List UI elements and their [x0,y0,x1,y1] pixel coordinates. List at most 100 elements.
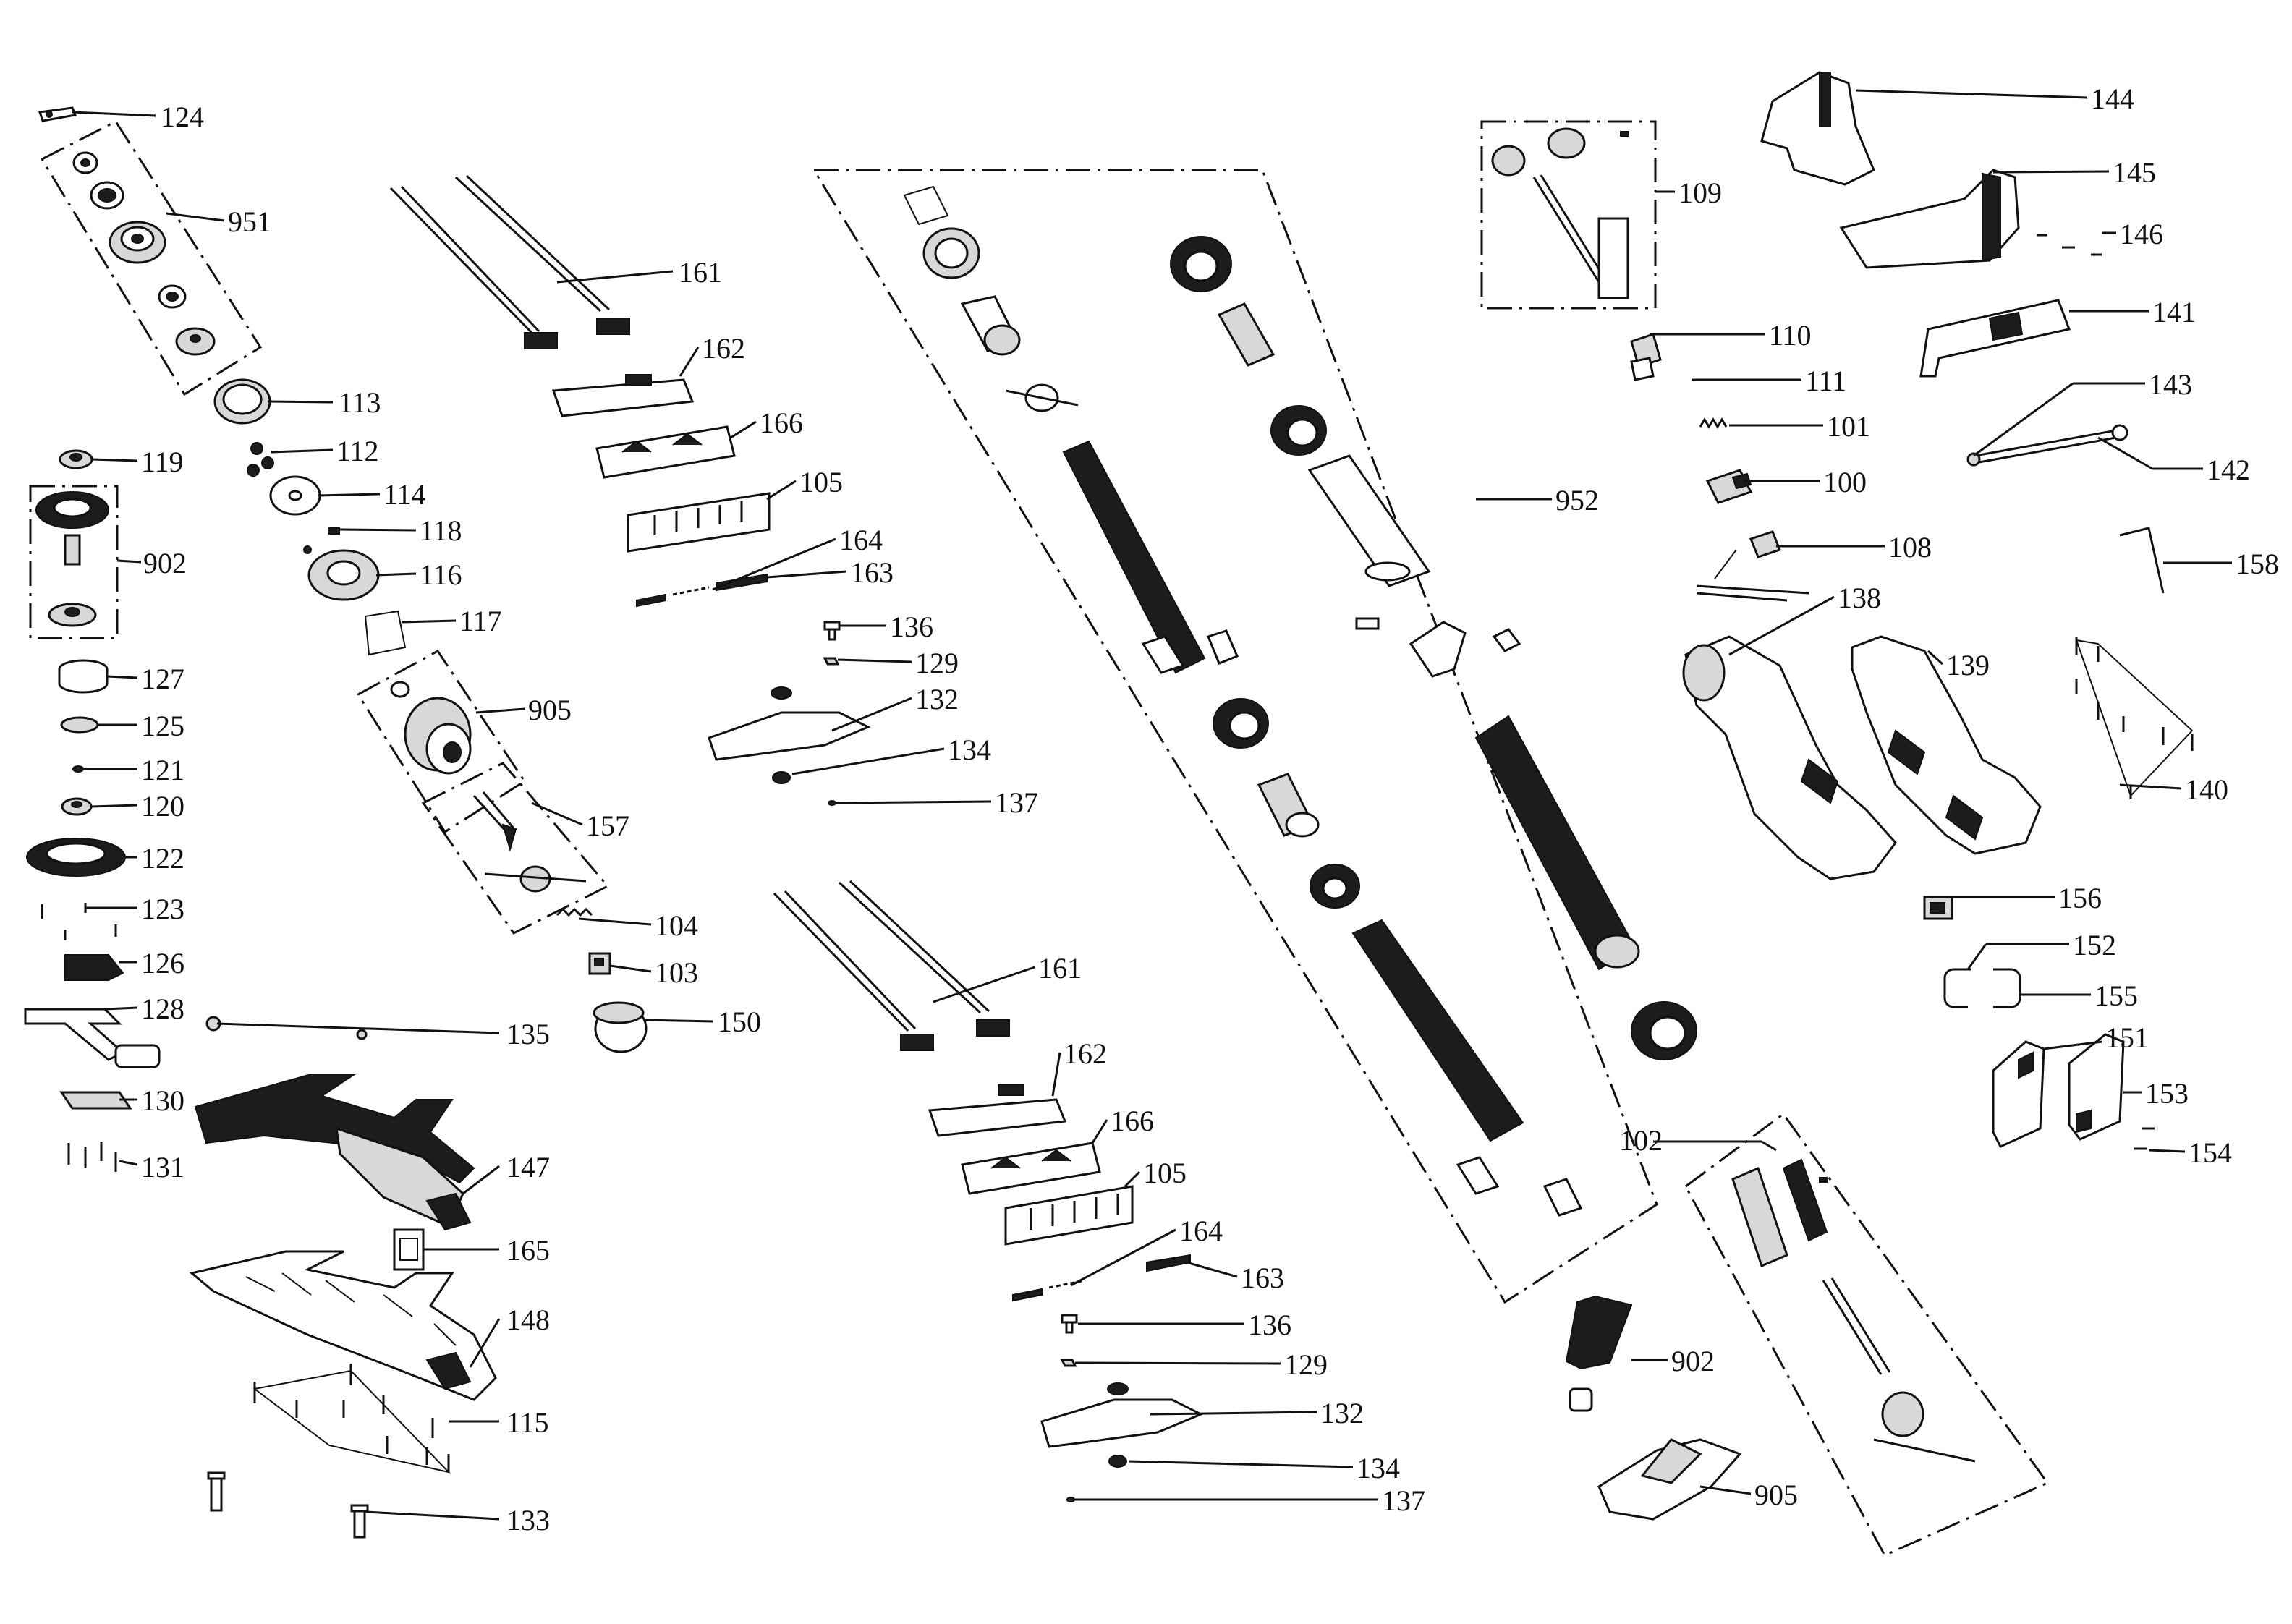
label-109: 109 [1678,177,1722,209]
label-113: 113 [339,386,381,419]
label-112: 112 [336,435,379,467]
part-113-drawing [213,378,271,425]
part-102-drawing [1731,1158,1976,1463]
label-152: 152 [2073,929,2116,961]
part-125-drawing [60,716,99,734]
part-952-drawing [903,185,1697,1217]
label-165: 902 [1671,1345,1715,1377]
label-162-lower: 164 [1179,1215,1223,1247]
label-166: 905 [1754,1479,1798,1511]
part-146-drawing [2037,234,2102,256]
part-164-drawing [393,1228,425,1271]
part-114-drawing [269,475,321,516]
label-145: 145 [2113,156,2156,189]
label-131: 131 [141,1151,184,1183]
label-126: 126 [141,947,184,979]
part-101-drawing [1699,417,1728,429]
part-153-drawing [2068,1033,2125,1141]
label-105-upper: 105 [799,466,843,498]
part-115-drawing [252,1364,451,1474]
label-146: 146 [2120,218,2163,250]
part-157-drawing [472,791,587,893]
part-162-161-lower-drawing [1012,1254,1191,1302]
label-129-upper: 129 [915,647,959,679]
label-141: 141 [2152,296,2196,328]
part-158-drawing [2119,527,2165,594]
part-104-drawing [556,907,593,917]
part-159-upper-drawing [389,174,630,349]
part-103-drawing [588,952,611,975]
part-drawings [24,71,2194,1539]
part-139-drawing [1851,635,2042,855]
group-box-902 [29,485,119,639]
label-122: 122 [141,842,184,875]
label-148: 148 [506,1304,550,1336]
label-150: 150 [718,1006,761,1038]
part-148-drawing [189,1250,497,1401]
part-124-drawing [38,106,77,122]
part-162-161-upper-drawing [636,573,768,608]
label-164: 165 [506,1234,550,1267]
label-905: 905 [528,694,572,726]
part-109-drawing [1491,127,1629,299]
group-box-102 [1684,1112,2050,1557]
part-902-drawing [35,491,109,627]
label-127: 127 [141,663,184,695]
label-137-lower: 137 [1382,1484,1425,1517]
part-108-drawing [1696,530,1809,602]
label-108: 108 [1888,531,1932,564]
label-119: 119 [141,446,184,478]
part-160-lower-drawing [928,1084,1067,1137]
label-140: 140 [2185,773,2228,806]
label-105-lower: 105 [1143,1157,1187,1189]
label-159-lower: 161 [1038,952,1082,985]
label-157: 157 [586,809,629,842]
part-159-lower-drawing [773,880,1010,1051]
part-131-drawing [67,1142,117,1172]
group-box-109 [1480,120,1657,310]
label-114: 114 [383,478,426,511]
label-138: 138 [1838,582,1881,614]
part-138-drawing [1682,635,1897,880]
part-105-upper-drawing [627,492,771,553]
label-129-lower: 129 [1284,1348,1328,1381]
label-115: 115 [506,1406,549,1439]
part-126-drawing [64,954,124,981]
part-136-129-lower-drawing [1060,1314,1078,1367]
label-163-upper: 166 [760,407,803,439]
label-136-lower: 136 [1248,1309,1291,1341]
part-112-drawing [247,442,274,477]
label-118: 118 [420,514,462,547]
label-130: 130 [141,1084,184,1117]
label-161-upper: 163 [850,556,894,589]
label-111: 111 [1805,365,1846,397]
part-119-drawing [59,449,93,469]
label-142: 142 [2207,454,2250,486]
part-116-drawing [303,545,380,601]
label-143: 143 [2149,368,2192,401]
part-117-drawing [364,610,407,656]
label-155: 155 [2094,979,2138,1012]
label-159-upper: 161 [679,256,722,289]
part-152-155-drawing [1943,968,2021,1008]
part-100-drawing [1705,469,1753,504]
part-151-drawing [1992,1040,2045,1148]
part-166-drawing [1597,1438,1742,1521]
part-133-drawing [207,1471,369,1539]
part-122-drawing [26,838,126,877]
label-135: 135 [506,1018,550,1050]
part-121-drawing [72,765,84,773]
label-158: 158 [2236,548,2279,580]
label-120: 120 [141,790,184,822]
part-labels: 124 951 113 112 114 118 116 117 905 157 … [141,82,2279,1536]
part-137-upper-drawing [828,800,836,806]
group-boxes [29,120,2050,1557]
label-132-lower: 132 [1320,1397,1364,1429]
label-902: 902 [143,547,187,579]
part-156-drawing [1923,896,1953,920]
label-163-lower: 166 [1111,1105,1154,1137]
label-161-lower: 163 [1241,1262,1284,1294]
part-144-drawing [1760,71,1875,186]
label-128: 128 [141,992,184,1025]
group-box-905 [356,650,527,834]
